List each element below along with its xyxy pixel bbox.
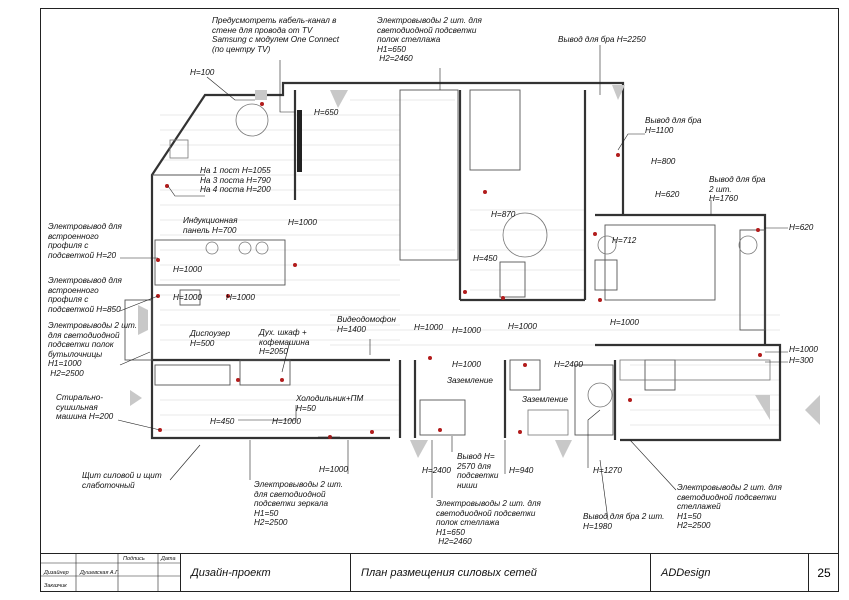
tb-sheet-number: 25 [808,554,839,592]
note-posts: На 1 пост H=1055 На 3 поста H=790 На 4 п… [200,166,271,195]
tb-grid-lines [40,553,180,592]
note-racks: Электровыводы 2 шт. для светодиодной под… [677,483,782,531]
tb-designer-name: Душевская А.Г. [80,570,120,576]
walls [150,81,782,442]
height-label: H=450 [473,254,498,263]
note-sconce-1980: Вывод для бра 2 шт. H=1980 [583,512,665,531]
height-label: H=1000 [414,323,443,332]
title-block: Подпись Дата Дизайнер Душевская А.Г. Зак… [40,553,839,592]
tb-sheet-title: План размещения силовых сетей [350,554,650,592]
height-label: H=1000 [319,465,348,474]
sheet-frame [40,8,839,592]
note-niche: Вывод H= 2570 для подсветки ниши [457,452,499,490]
height-label: H=2400 [554,360,583,369]
note-sconce-1100: Вывод для бра H=1100 [645,116,702,135]
height-label: H=800 [651,157,676,166]
note-washer: Стирально- сушильная машина H=200 [56,393,114,422]
tv-panel [297,110,302,172]
height-label: H=620 [789,223,814,232]
tb-signature-label: Подпись [123,556,145,562]
note-mirror: Электровыводы 2 шт. для светодиодной под… [254,480,344,528]
note-induction: Индукционная панель H=700 [183,216,238,235]
leader-lines [117,45,788,521]
note-profile-20: Электровывод для встроенного профиля с п… [48,222,122,260]
height-label: H=2400 [422,466,451,475]
height-label: H=1000 [508,322,537,331]
height-label: H=300 [789,356,814,365]
tb-designer-role: Дизайнер [44,570,69,576]
height-label: H=1000 [610,318,639,327]
note-shelf-lighting-bottom: Электровыводы 2 шт. для светодиодной под… [436,499,541,547]
height-label: H=450 [210,417,235,426]
note-grounding: Заземление [522,395,568,404]
height-label: H=1000 [452,360,481,369]
note-fridge: Холодильник+ПМ H=50 [296,394,364,413]
height-label: H=100 [190,68,215,77]
height-label: H=1000 [272,417,301,426]
height-label: H=870 [491,210,516,219]
height-label: H=1270 [593,466,622,475]
note-panel: Щит силовой и щит слаботочный [82,471,162,490]
note-disposer: Диспоузер H=500 [190,329,231,348]
height-label: H=620 [655,190,680,199]
note-profile-850: Электровывод для встроенного профиля с п… [48,276,122,314]
height-label: H=712 [612,236,637,245]
height-label: H=1000 [226,293,255,302]
tb-date-label: Дата [161,556,176,562]
tb-company: ADDesign [650,554,808,592]
furniture [169,103,771,436]
height-label: H=940 [509,466,534,475]
section-marks [130,85,820,458]
height-label: H=650 [314,108,339,117]
note-grounding: Заземление [447,376,493,385]
note-bottle-shelves: Электровыводы 2 шт. для светодиодной под… [48,321,138,378]
height-label: H=1000 [173,293,202,302]
note-oven: Дух. шкаф + кофемашина H=2050 [259,328,310,357]
height-label: H=1000 [789,345,818,354]
note-tv-cable: Предусмотреть кабель-канал в стене для п… [212,16,340,54]
note-shelf-lighting-top: Электровыводы 2 шт. для светодиодной под… [377,16,482,64]
height-label: H=1000 [173,265,202,274]
tb-client-role: Заказчик [44,583,67,589]
height-label: H=1000 [452,326,481,335]
tb-project: Дизайн-проект [180,554,350,592]
tb-signatures: Подпись Дата Дизайнер Душевская А.Г. Зак… [40,554,180,592]
inner-lines [124,89,766,436]
note-intercom: Видеодомофон H=1400 [337,315,396,334]
height-label: H=1000 [288,218,317,227]
note-sconce-2pcs: Вывод для бра 2 шт. H=1760 [709,175,766,204]
note-sconce-2250: Вывод для бра H=2250 [558,35,646,44]
outlet-markers [156,102,762,439]
